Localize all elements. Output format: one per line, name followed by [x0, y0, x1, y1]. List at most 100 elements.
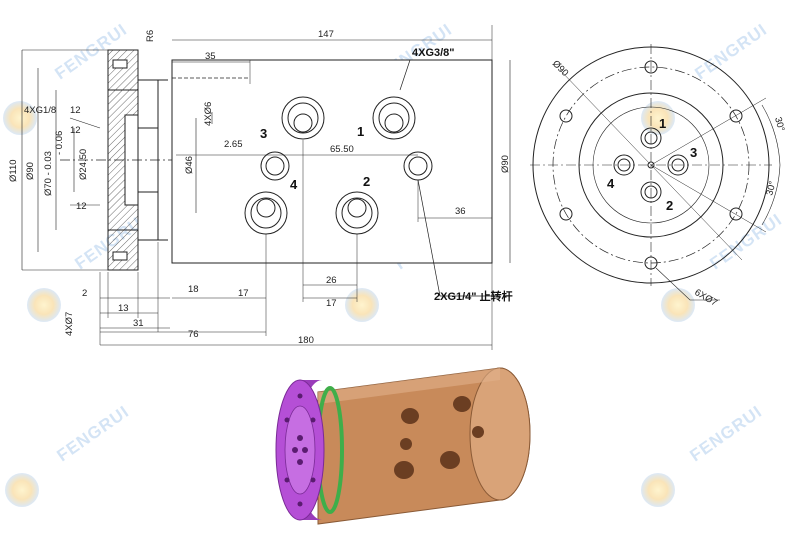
flange-bolt-hole	[310, 477, 316, 483]
body-port	[401, 408, 419, 424]
end-port	[613, 154, 635, 176]
dim-2: 2	[82, 288, 87, 299]
center-point	[647, 161, 655, 169]
watermark-text: FENGRUI	[706, 210, 785, 273]
flange-hole	[112, 251, 128, 261]
dim-35: 35	[205, 51, 216, 62]
end-port-label-3: 3	[690, 145, 697, 160]
angle-line	[650, 164, 767, 233]
dim-d70-tolerance: - 0.06	[54, 131, 65, 155]
dim-d46: Ø46	[184, 156, 195, 174]
flange-hole	[112, 59, 128, 69]
body-port	[453, 396, 471, 412]
front-view	[100, 25, 511, 350]
dim-147: 147	[318, 29, 334, 40]
leader-g38	[399, 59, 470, 91]
bolt-hole	[559, 109, 573, 123]
side-view-labels: R6 Ø110 Ø90 Ø70 - 0.03 - 0.06 Ø24.50 4XG…	[8, 30, 156, 336]
bolt-hole	[559, 207, 573, 221]
angle-arc	[761, 104, 781, 166]
flange-bolt-hole	[310, 417, 316, 423]
leader-line	[69, 117, 101, 129]
dim-depth-12: 12	[70, 125, 81, 136]
watermark-logo	[3, 101, 37, 135]
leader-g14	[417, 179, 500, 297]
dim-18: 18	[188, 284, 199, 295]
front-view-labels: 147 35 4XG3/8" 4XØ6 2.65 65.50 Ø46 Ø90 3…	[184, 29, 513, 346]
dim-g18-depth: 12	[70, 105, 81, 116]
flange-section-top	[107, 49, 139, 91]
dim-4xd7: 4XØ7	[64, 312, 75, 336]
watermark-logo	[345, 288, 379, 322]
dim-6xd7: 6XØ7	[693, 287, 720, 309]
body-port	[394, 461, 414, 479]
watermark-logo	[661, 288, 695, 322]
port-g38	[372, 96, 416, 140]
rotary-joint-3d-render	[275, 367, 531, 525]
port-small	[260, 151, 290, 181]
dim-2-65: 2.65	[224, 139, 243, 150]
flange-port	[302, 447, 308, 453]
angle-line	[650, 97, 767, 166]
end-view	[530, 44, 781, 301]
bolt-hole	[729, 109, 743, 123]
watermark-text: FENGRUI	[691, 20, 770, 83]
dim-depth-12: 12	[76, 201, 87, 212]
diameter-line	[559, 69, 743, 261]
dim-65-50: 65.50	[330, 144, 354, 155]
end-port-label-1: 1	[659, 116, 666, 131]
dim-13: 13	[118, 303, 129, 314]
port-label-2: 2	[363, 174, 370, 189]
callout-g14-anti-rotation: 2XG1/4" 止转杆	[434, 289, 513, 303]
dim-d90-end: Ø90	[550, 58, 570, 78]
angle-arc	[761, 164, 781, 226]
dim-36: 36	[455, 206, 466, 217]
port-g38	[281, 96, 325, 140]
flange-hub-3d	[284, 405, 316, 495]
watermark-logo	[5, 473, 39, 507]
port-label-3: 3	[260, 126, 267, 141]
bolt-hole	[729, 207, 743, 221]
dim-17: 17	[326, 298, 337, 309]
dim-4xd6: 4XØ6	[203, 102, 214, 126]
body-highlight	[318, 368, 500, 404]
dim-d90-front: Ø90	[500, 155, 511, 173]
bolt-hole	[644, 60, 658, 74]
callout-4xg38: 4XG3/8"	[412, 47, 455, 59]
dim-76: 76	[188, 329, 199, 340]
end-port	[667, 154, 689, 176]
flange-port	[292, 447, 298, 453]
port-label-1: 1	[357, 124, 364, 139]
dim-g18: 4XG1/8	[24, 105, 56, 116]
side-section-view	[21, 49, 172, 345]
angle-30-top: 30°	[772, 116, 786, 133]
end-port-label-4: 4	[607, 176, 615, 191]
flange-section-bottom	[107, 229, 139, 271]
angle-30-bottom: 30°	[764, 180, 778, 197]
end-view-labels: Ø90 30° 30° 6XØ7 1 2 3 4	[550, 58, 787, 308]
leader-6xd7	[655, 267, 720, 301]
flange-bolt-hole	[284, 417, 290, 423]
flange-port	[297, 459, 303, 465]
bolt-hole	[644, 256, 658, 270]
dim-31: 31	[133, 318, 144, 329]
watermark-logo	[641, 473, 675, 507]
dim-d110: Ø110	[8, 159, 19, 182]
watermark-text: FENGRUI	[53, 402, 132, 465]
rotor-body-outline	[171, 59, 493, 264]
body-port	[472, 426, 484, 438]
watermark-logo	[27, 288, 61, 322]
flange-bolt-hole	[284, 477, 290, 483]
body-port	[400, 438, 412, 450]
end-port	[640, 181, 662, 203]
end-port	[640, 127, 662, 149]
body-port	[440, 451, 460, 469]
flange-bolt-hole	[297, 393, 303, 399]
flange-bolt-hole	[297, 501, 303, 507]
dim-180: 180	[298, 335, 314, 346]
dim-d24: Ø24.50	[78, 149, 89, 180]
dim-d70: Ø70 - 0.03	[43, 151, 54, 196]
watermark-logo	[641, 101, 675, 135]
